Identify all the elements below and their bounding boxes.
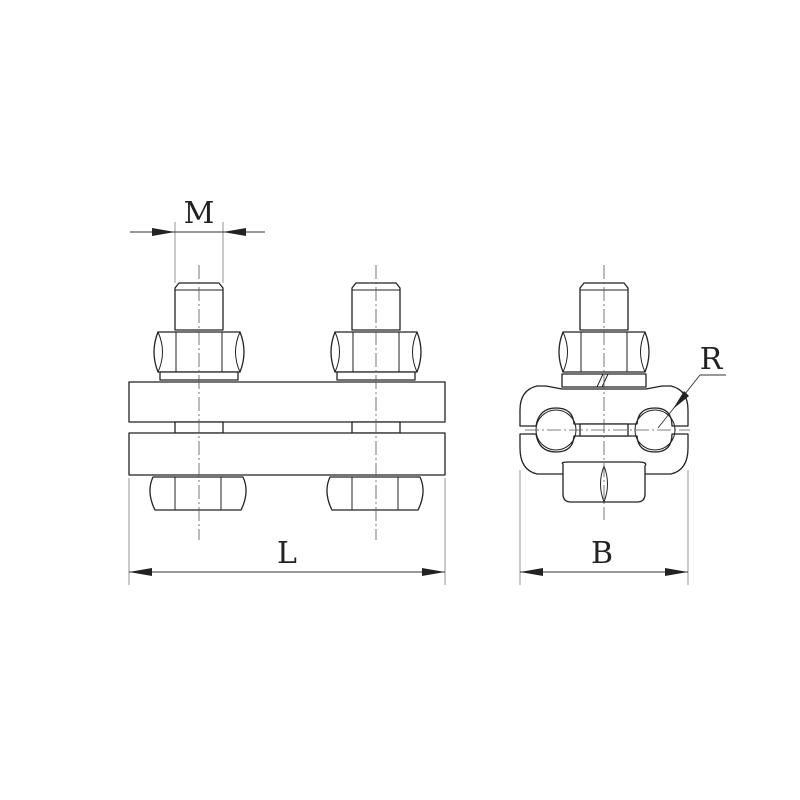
side-view [519,265,690,520]
dimension-b [519,470,689,585]
dimension-l [128,478,446,585]
dimension-label-m: M [184,196,215,231]
upper-clamp-plate [128,381,446,423]
dimension-label-b: B [591,536,613,571]
lower-clamp-plate [128,432,446,476]
right-top-hex-nut [330,331,422,381]
right-bottom-hex-nut [326,476,424,511]
dimension-m [130,222,265,283]
right-bolt-stud [351,282,401,331]
dimension-label-l: L [277,536,297,571]
dimension-r-leader [657,374,726,429]
front-view [128,265,446,540]
left-bottom-hex-nut [149,476,247,511]
dimension-label-r: R [700,342,724,377]
side-top-hex-nut [558,331,650,373]
